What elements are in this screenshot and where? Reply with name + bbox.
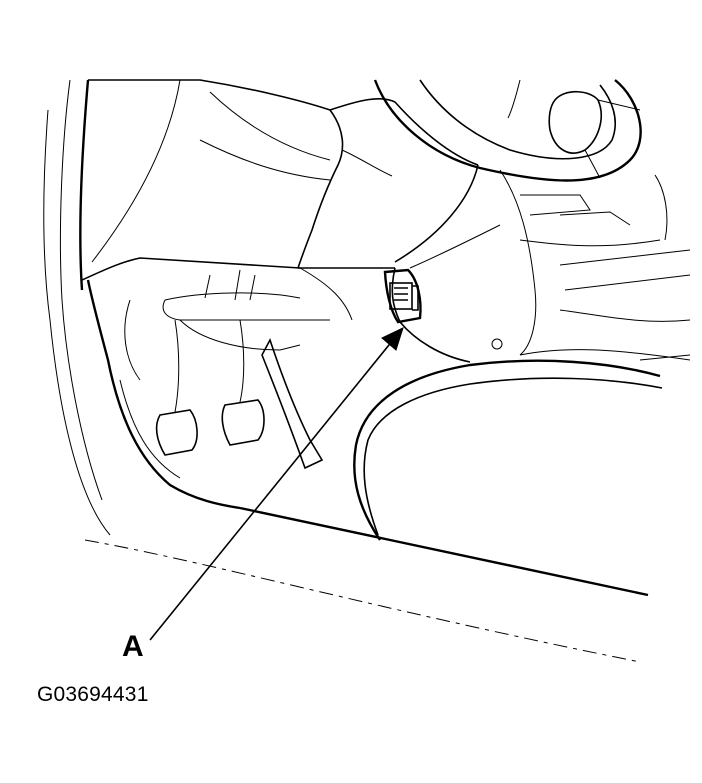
steering-wheel (373, 79, 642, 182)
callout-label-a: A (122, 630, 144, 663)
dashboard (81, 79, 393, 281)
callout-leader-line (149, 327, 404, 641)
lower-dash-panel (124, 267, 471, 381)
floor-edge (86, 279, 649, 597)
center-console (491, 169, 691, 361)
pedals (155, 319, 324, 470)
door-frame (43, 79, 641, 663)
steering-column-cover (298, 97, 501, 269)
seat-cushion (353, 354, 691, 541)
figure-id: G03694431 (37, 683, 149, 706)
connector-a (383, 268, 422, 324)
arrowhead (381, 327, 404, 351)
